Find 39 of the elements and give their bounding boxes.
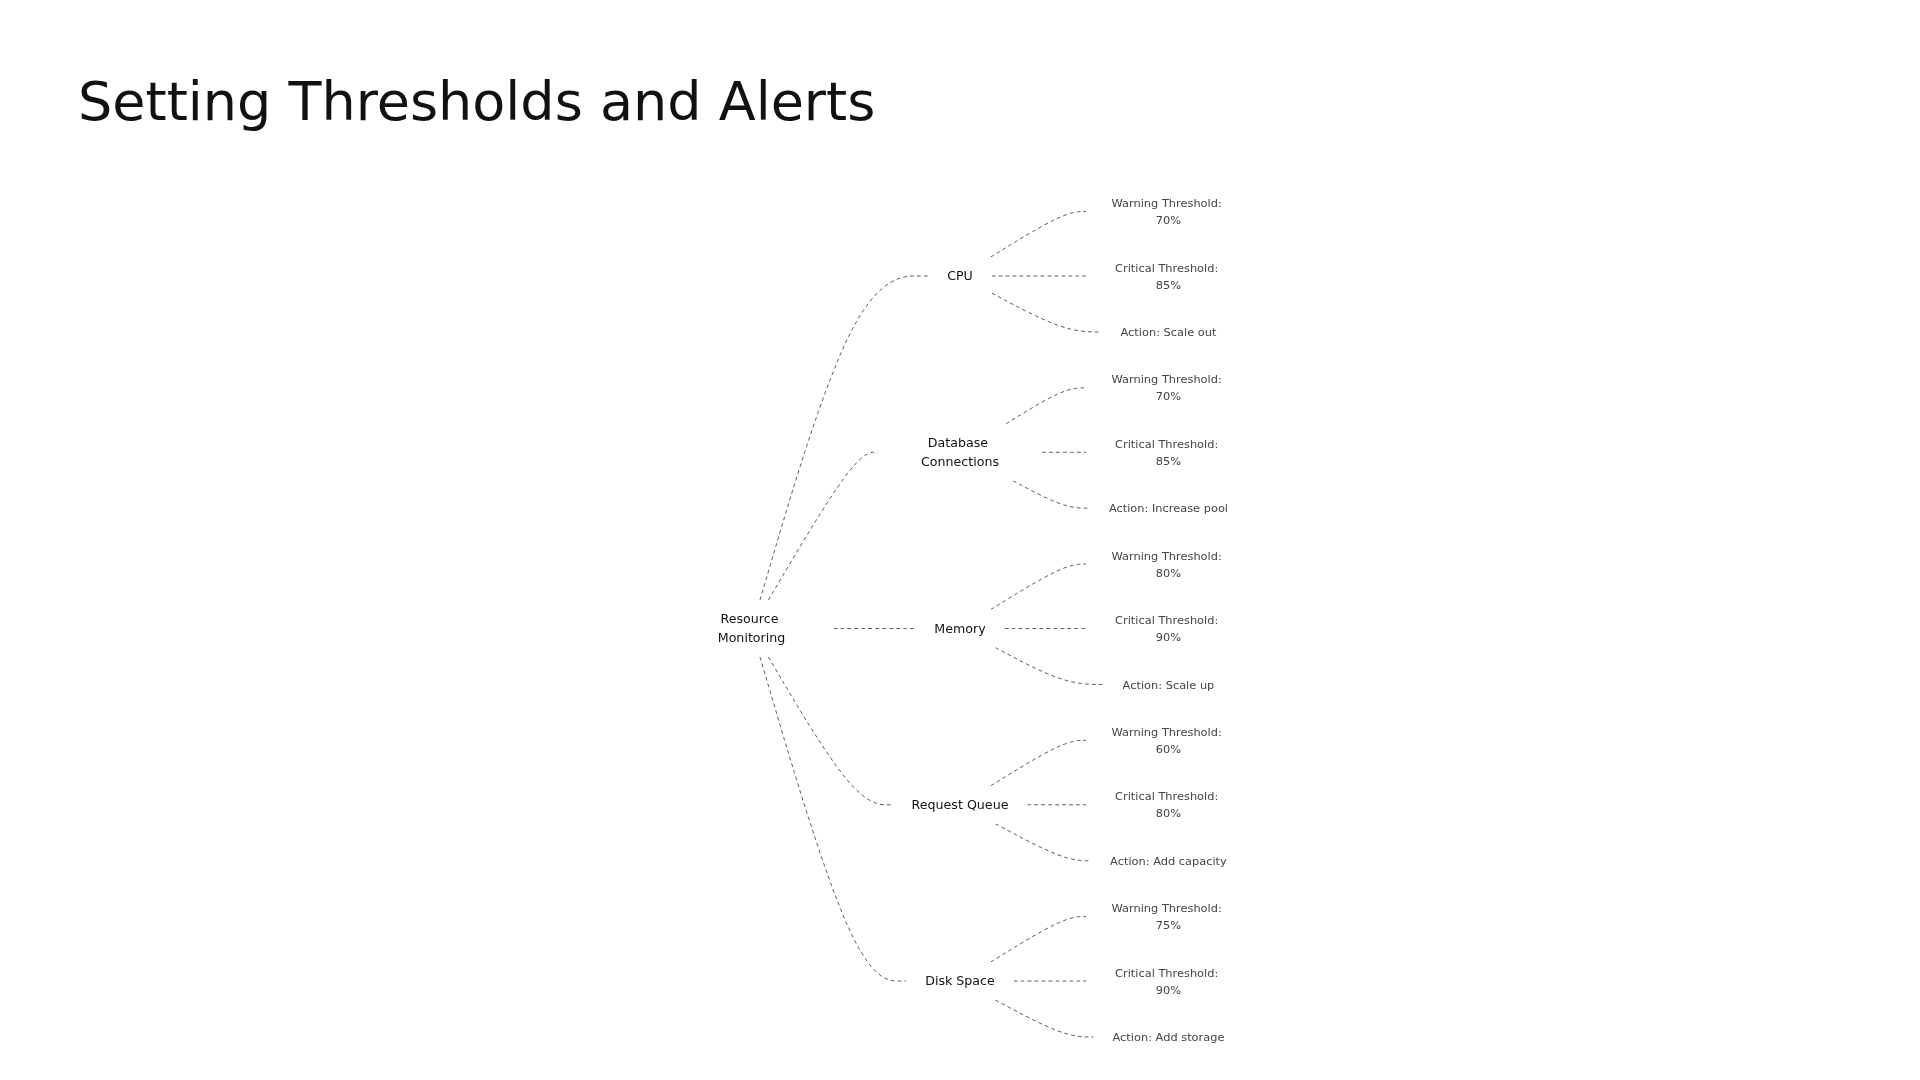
node-text: Disk Space [925,973,995,989]
connector [990,563,1087,611]
node-text: Critical Threshold: 85% [1115,260,1219,292]
node-text: Critical Threshold: 90% [1115,965,1219,997]
node-text: Action: Increase pool [1108,501,1229,515]
connector [994,647,1105,685]
connector [990,211,1087,258]
node-text: Request Queue [911,797,1009,813]
connector [990,739,1087,787]
node-text: Action: Add capacity [1110,854,1227,868]
node-text: Critical Threshold: 85% [1115,437,1219,468]
connector [767,656,894,806]
node-text: Memory [934,620,986,637]
node-text: Warning Threshold: 75% [1111,901,1222,932]
connector [1026,804,1087,806]
connector [994,823,1092,862]
connector [833,628,916,629]
connector [759,275,929,601]
connector [990,916,1087,963]
node-text: Warning Threshold: 70% [1111,196,1222,227]
connector [1012,480,1091,509]
connector [759,656,907,982]
node-text: Resource Monitoring [717,611,786,646]
node-text: Database Connections [920,435,1000,470]
node-text: Action: Scale out [1120,325,1217,339]
connector [991,275,1087,277]
node-text: CPU [947,268,973,284]
node-text: Warning Threshold: 80% [1111,548,1222,580]
node-text: Warning Threshold: 60% [1111,725,1222,756]
node-text: Warning Threshold: 70% [1111,372,1222,403]
connector [1004,628,1087,629]
node-text: Action: Scale up [1122,677,1215,692]
connector [1005,387,1087,425]
node-text: Critical Threshold: 90% [1115,613,1219,644]
connector [994,999,1095,1038]
node-text: Critical Threshold: 80% [1115,789,1219,820]
node-text: Action: Add storage [1112,1030,1225,1044]
slide-title: Setting Thresholds and Alerts [78,70,876,133]
connector [1013,980,1087,982]
